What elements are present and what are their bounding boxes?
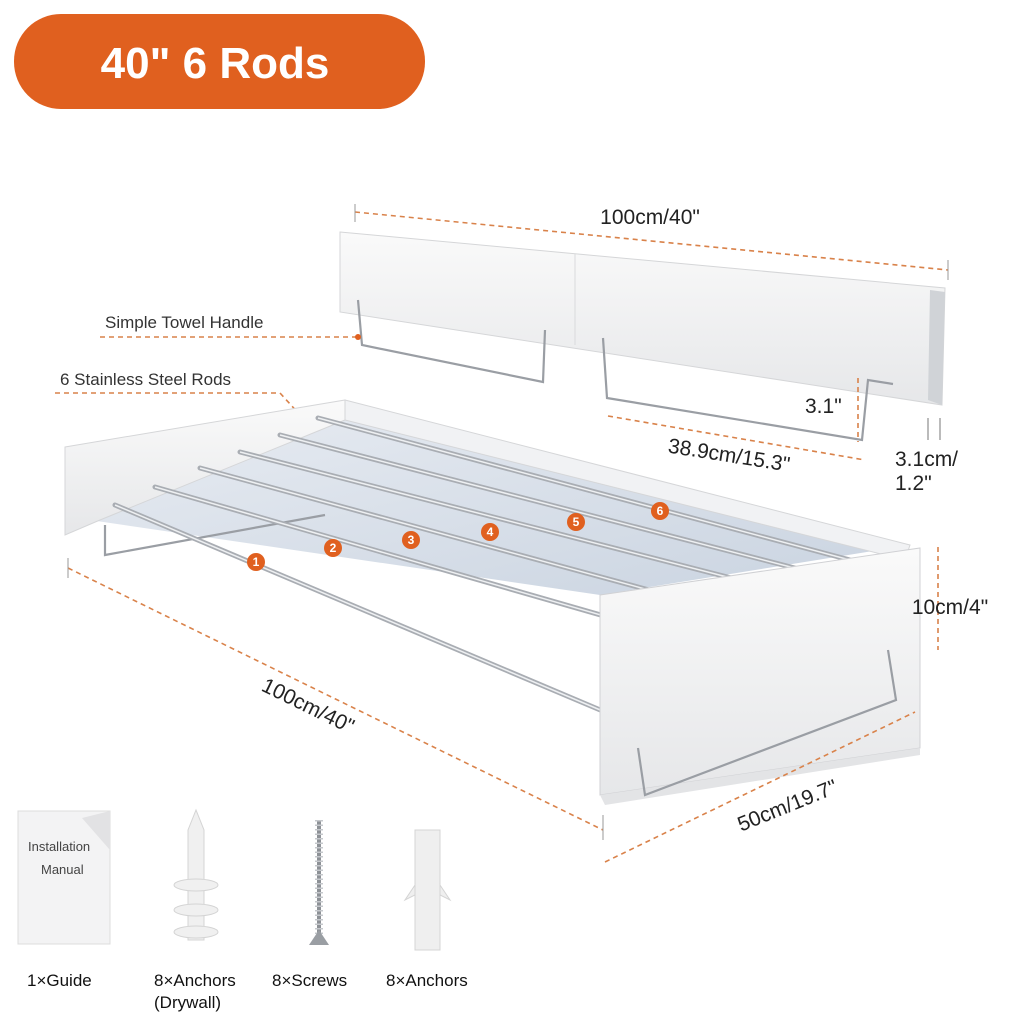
steel-rod xyxy=(239,451,771,589)
rack-length-label: 100cm/40" xyxy=(258,674,358,738)
steel-rod xyxy=(317,417,851,561)
folded-depth-label: 3.1cm/ xyxy=(895,448,958,471)
svg-text:40" 6 Rods: 40" 6 Rods xyxy=(101,39,330,88)
rod-number-marker xyxy=(651,502,669,520)
accessory-label: 8×Screws xyxy=(272,971,347,990)
accessory-label: 8×Anchors xyxy=(154,971,236,990)
folded-length-label: 100cm/40" xyxy=(600,206,700,229)
accessory-label: 8×Anchors xyxy=(386,971,468,990)
rod-number: 6 xyxy=(657,504,664,518)
drywall-anchor-icon xyxy=(173,808,219,941)
dimension-line xyxy=(354,211,949,271)
open-rack-illustration xyxy=(64,399,921,805)
folded-depth-label-2: 1.2" xyxy=(895,472,932,495)
rod-number: 3 xyxy=(408,533,415,547)
steel-rod xyxy=(279,434,811,573)
handle-height-label: 3.1" xyxy=(805,395,842,418)
rack-depth-label: 50cm/19.7" xyxy=(734,776,840,837)
rod-number-marker xyxy=(567,513,585,531)
svg-text:Manual: Manual xyxy=(41,862,84,877)
accessory-label: 1×Guide xyxy=(27,971,92,990)
dimension-line xyxy=(607,415,866,461)
manual-icon: Installation Manual xyxy=(17,810,111,945)
steel-rod xyxy=(114,504,606,713)
anchor-icon xyxy=(403,829,452,951)
rod-number-marker xyxy=(481,523,499,541)
rod-number-marker xyxy=(402,531,420,549)
rod-number: 5 xyxy=(573,515,580,529)
rods-callout: 6 Stainless Steel Rods xyxy=(60,370,231,389)
steel-rod xyxy=(154,486,661,633)
steel-rod xyxy=(199,467,716,609)
rod-number-marker xyxy=(247,553,265,571)
rod-number: 2 xyxy=(330,541,337,555)
dimension-line xyxy=(67,567,604,831)
rod-number: 4 xyxy=(487,525,494,539)
dimension-line xyxy=(604,711,916,863)
towel-handle-callout: Simple Towel Handle xyxy=(105,313,263,332)
rod-number-marker xyxy=(324,539,342,557)
rack-height-label: 10cm/4" xyxy=(912,596,988,619)
size-badge: 40" 6 Rods xyxy=(14,14,425,109)
folded-rack-illustration xyxy=(339,231,946,442)
rod-number: 1 xyxy=(253,555,260,569)
screw-icon xyxy=(309,820,329,945)
accessory-sublabel: (Drywall) xyxy=(154,993,221,1012)
handle-width-label: 38.9cm/15.3" xyxy=(666,435,791,477)
svg-text:Installation: Installation xyxy=(28,839,90,854)
